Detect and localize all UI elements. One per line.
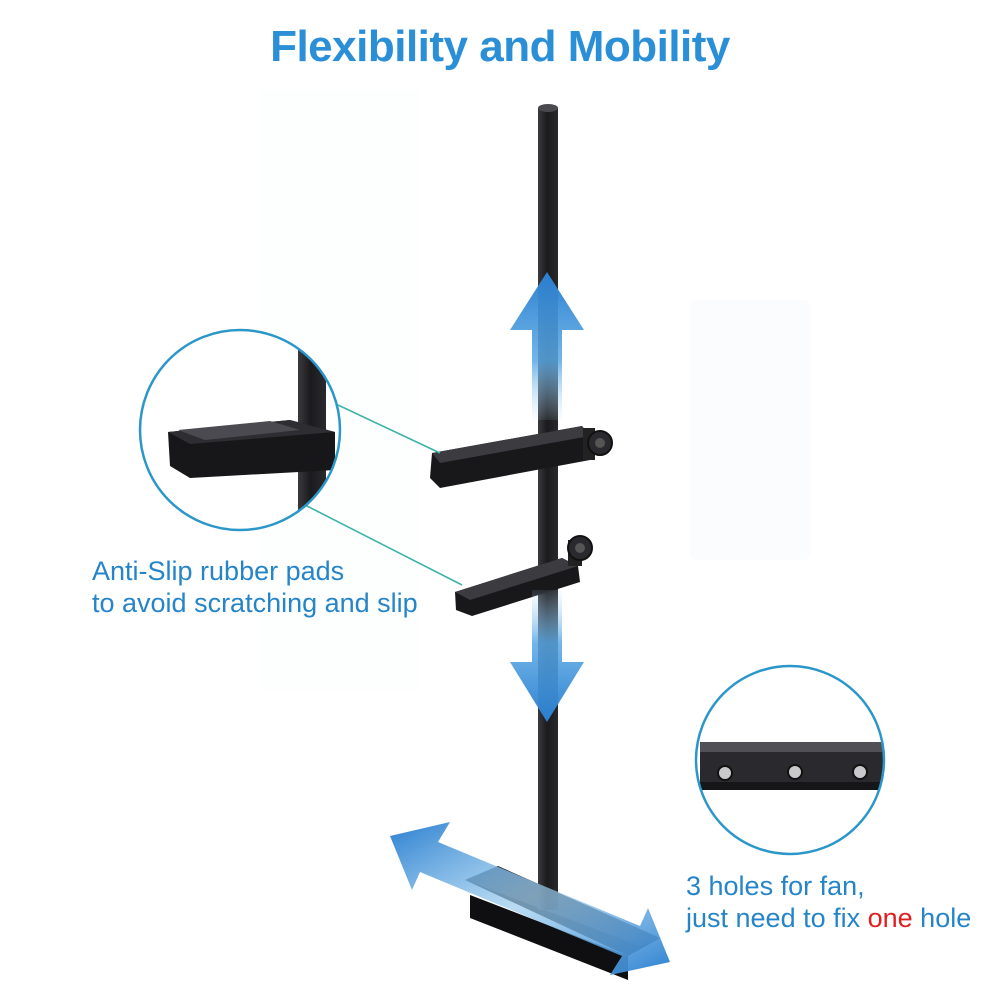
arrow-diagonal-icon [390,822,670,975]
holes-caption-line2-end: hole [912,903,972,933]
pads-caption: Anti-Slip rubber pads to avoid scratchin… [92,555,418,619]
pads-caption-line2: to avoid scratching and slip [92,588,418,618]
holes-caption-highlight: one [867,903,913,933]
holes-caption-line1: 3 holes for fan, [686,871,865,901]
stand-rod [538,104,558,908]
arrow-down-icon [510,590,584,722]
pads-caption-line1: Anti-Slip rubber pads [92,556,345,586]
upper-clamp [430,426,613,488]
arrow-up-icon [510,272,584,420]
three-holes-closeup-icon [694,664,886,856]
holes-caption-line2: just need to fix one hole [686,902,971,934]
holes-caption-line2-start: just need to fix [686,903,868,933]
rubber-pad-closeup-icon [138,328,342,532]
page-title: Flexibility and Mobility [270,22,730,71]
lower-clamp [455,535,593,616]
callout-leader-lines [304,404,463,586]
holes-caption: 3 holes for fan, just need to fix one ho… [686,870,971,934]
